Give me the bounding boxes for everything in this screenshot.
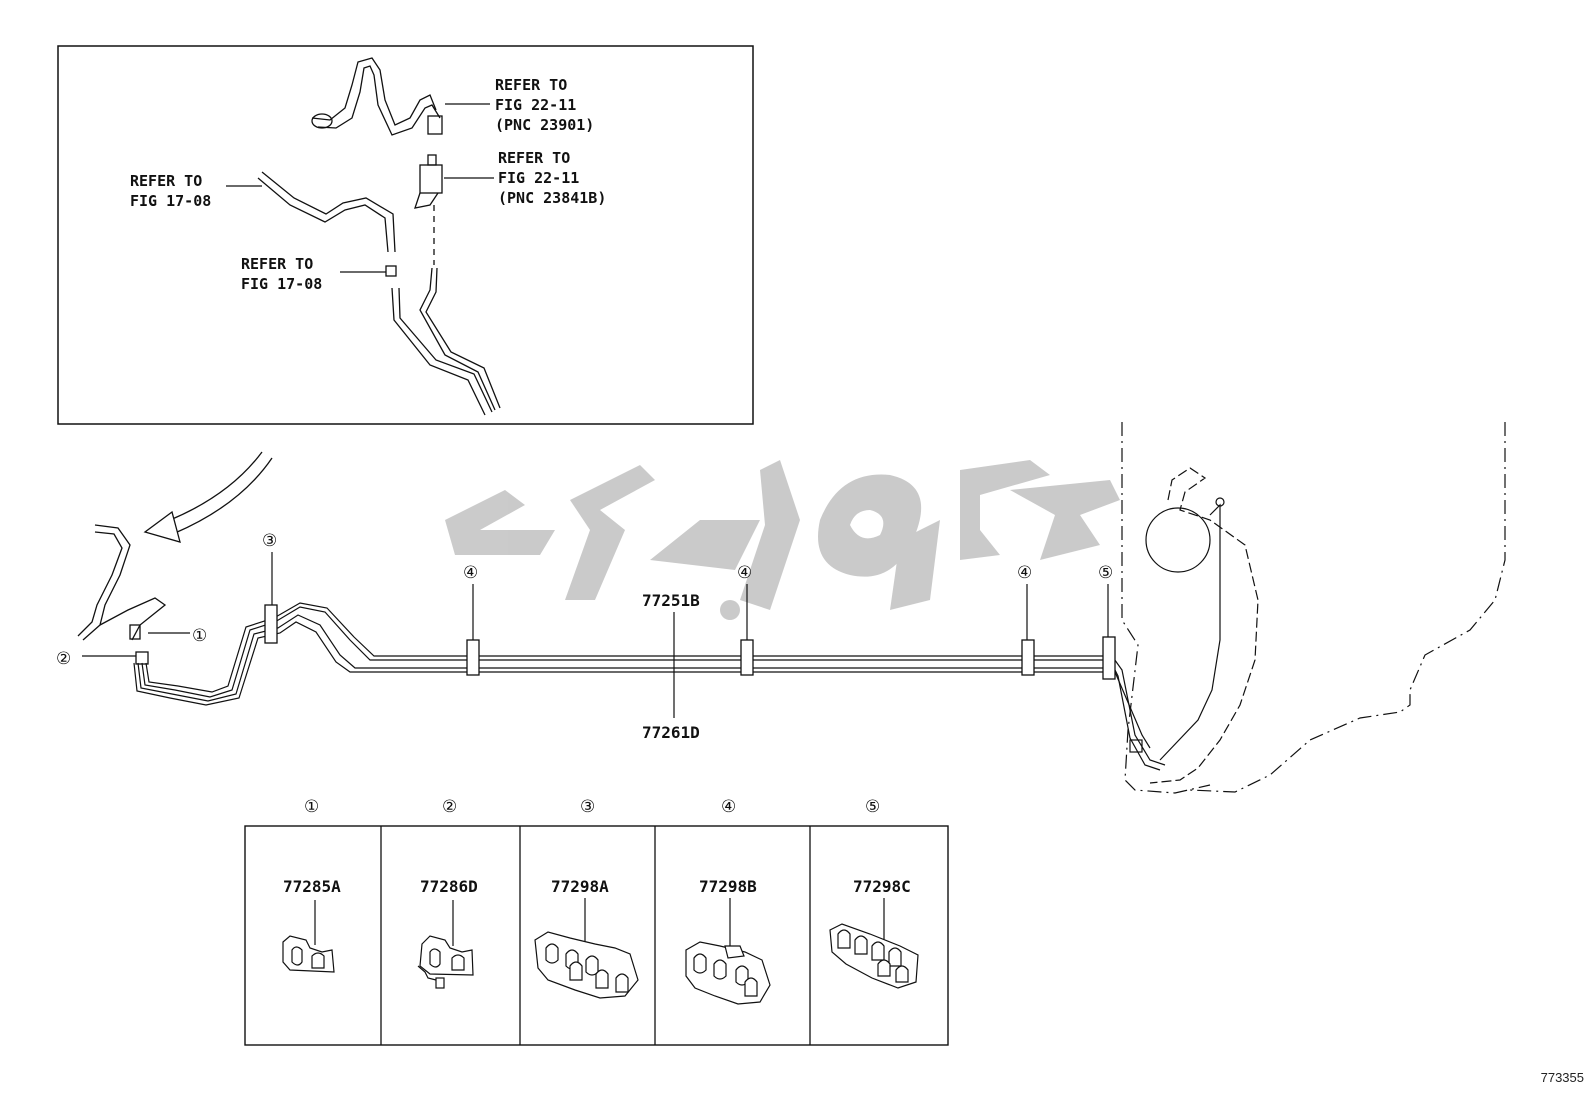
figure-id: 773355	[1540, 1070, 1584, 1085]
callout-4b: ④	[737, 563, 752, 583]
clip-77285a-drawing	[282, 900, 335, 973]
callout-4a: ④	[463, 563, 478, 583]
ref-label-17-08-a-l1: REFER TO	[130, 172, 202, 190]
ref-label-22-11-pnc23841b-l2: FIG 22-11	[498, 169, 579, 187]
ref-label-22-11-pnc23901-l2: FIG 22-11	[495, 96, 576, 114]
left-bracket-tube	[77, 524, 167, 665]
table-part-1: 77285A	[283, 877, 341, 896]
ref-label-17-08-a-l2: FIG 17-08	[130, 192, 211, 210]
part-number-bottom: 77261D	[642, 723, 700, 742]
table-part-4: 77298B	[699, 877, 757, 896]
clip-77298c-drawing	[829, 898, 919, 989]
main-leaders	[82, 552, 1109, 718]
inset-connector	[414, 154, 494, 265]
table-part-5: 77298C	[853, 877, 911, 896]
body-outline	[1121, 422, 1506, 794]
clip-77286d-drawing	[417, 900, 474, 989]
parts-table: ① ② ③ ④ ⑤ 77285A 77286D 77298A 77298B 77…	[244, 797, 949, 1046]
clip-77298b-drawing	[685, 898, 771, 1005]
callout-2: ②	[56, 649, 71, 669]
table-marker-4: ④	[721, 797, 736, 817]
inset-frame	[57, 45, 754, 425]
table-marker-2: ②	[442, 797, 457, 817]
callout-3: ③	[262, 531, 277, 551]
ref-label-17-08-b-l1: REFER TO	[241, 255, 313, 273]
inset-breather-hose	[226, 171, 397, 277]
inset-tubes	[391, 267, 501, 416]
table-marker-1: ①	[304, 797, 319, 817]
callout-1: ①	[192, 626, 207, 646]
table-marker-3: ③	[580, 797, 595, 817]
ref-label-22-11-pnc23901-l3: (PNC 23901)	[495, 116, 594, 134]
clip-77298a-drawing	[534, 898, 639, 999]
callout-markers: ① ② ③ ④ ④ ④ ⑤	[56, 531, 1113, 669]
table-part-3: 77298A	[551, 877, 609, 896]
table-marker-5: ⑤	[865, 797, 880, 817]
ref-label-22-11-pnc23841b-l1: REFER TO	[498, 149, 570, 167]
inset-labels: REFER TO FIG 22-11 (PNC 23901) REFER TO …	[130, 76, 606, 293]
callout-4c: ④	[1017, 563, 1032, 583]
callout-5: ⑤	[1098, 563, 1113, 583]
part-number-top: 77251B	[642, 591, 700, 610]
inset-upper-hose	[311, 57, 490, 136]
main-tube-bundle	[133, 602, 1166, 771]
clamps	[264, 604, 1116, 680]
watermark-logo	[445, 460, 1120, 620]
table-part-2: 77286D	[420, 877, 478, 896]
ref-label-22-11-pnc23841b-l3: (PNC 23841B)	[498, 189, 606, 207]
ref-label-17-08-b-l2: FIG 17-08	[241, 275, 322, 293]
direction-arrow	[143, 451, 273, 543]
ref-label-22-11-pnc23901-l1: REFER TO	[495, 76, 567, 94]
